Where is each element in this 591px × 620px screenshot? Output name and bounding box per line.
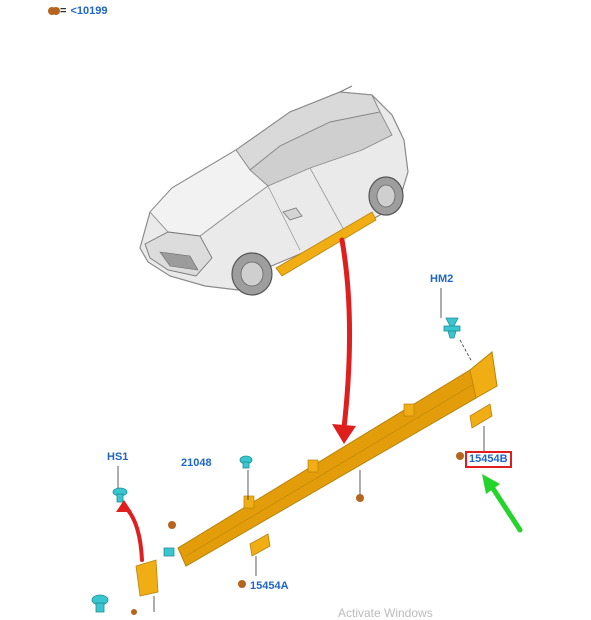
- legend-equals: =: [60, 5, 67, 17]
- marker-15454a-icon: [238, 580, 246, 588]
- callout-hs1[interactable]: HS1: [107, 451, 129, 463]
- car-illustration: [139, 85, 409, 296]
- fastener-21048-icon: [239, 455, 253, 469]
- callout-21048[interactable]: 21048: [181, 457, 212, 469]
- leader-lines: [117, 288, 485, 612]
- green-arrow-highlight: [482, 474, 523, 533]
- fastener-hm2-icon: [443, 317, 461, 339]
- fastener-skirt-clip-icon: [163, 547, 175, 557]
- callout-15454a[interactable]: 15454A: [250, 580, 289, 592]
- callout-15454b[interactable]: 15454B: [465, 451, 512, 468]
- red-arrow-hs1: [116, 500, 144, 562]
- marker-clip-icon: [168, 521, 176, 529]
- callout-hm2[interactable]: HM2: [430, 273, 454, 285]
- side-skirt-part: [135, 351, 498, 597]
- fastener-bottom-icon: [91, 594, 109, 613]
- legend-dot-icon: [48, 7, 56, 15]
- marker-bottom-icon: [131, 609, 137, 615]
- fastener-hs1-icon: [112, 487, 128, 503]
- red-arrow-car-to-part: [332, 237, 356, 444]
- watermark-text: Activate Windows: [338, 606, 433, 620]
- legend: = <10199: [48, 5, 107, 17]
- marker-15454b-icon: [456, 452, 464, 460]
- legend-label: <10199: [70, 5, 108, 17]
- marker-skirt-icon: [356, 494, 364, 502]
- brown-markers: [52, 7, 464, 615]
